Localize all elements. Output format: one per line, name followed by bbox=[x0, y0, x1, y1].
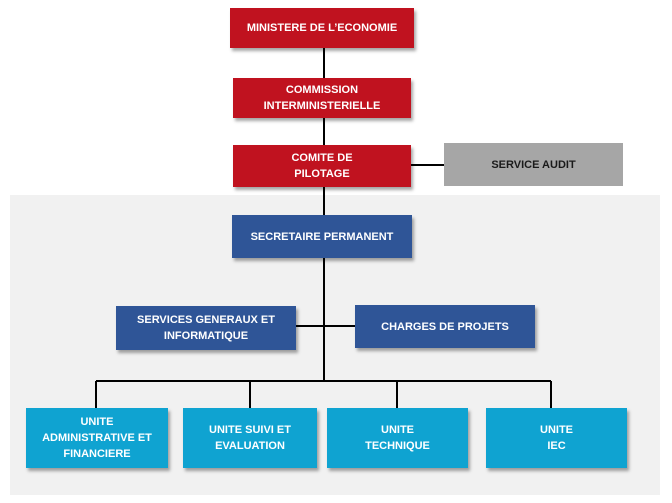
unite-iec-box: UNITE IEC bbox=[486, 408, 627, 468]
commission-box: COMMISSION INTERMINISTERIELLE bbox=[233, 78, 411, 118]
comite-box: COMITE DE PILOTAGE bbox=[233, 145, 411, 187]
unite-administrative-box: UNITE ADMINISTRATIVE ET FINANCIERE bbox=[26, 408, 168, 468]
unite-suivi-evaluation-box: UNITE SUIVI ET EVALUATION bbox=[183, 408, 317, 468]
services-generaux-box: SERVICES GENERAUX ET INFORMATIQUE bbox=[116, 306, 296, 350]
service-audit-box: SERVICE AUDIT bbox=[444, 143, 623, 186]
ministere-box: MINISTERE DE L’ECONOMIE bbox=[230, 8, 414, 48]
unite-technique-box: UNITE TECHNIQUE bbox=[327, 408, 468, 468]
charges-projets-box: CHARGES DE PROJETS bbox=[355, 305, 535, 348]
secretaire-permanent-box: SECRETAIRE PERMANENT bbox=[232, 215, 412, 258]
